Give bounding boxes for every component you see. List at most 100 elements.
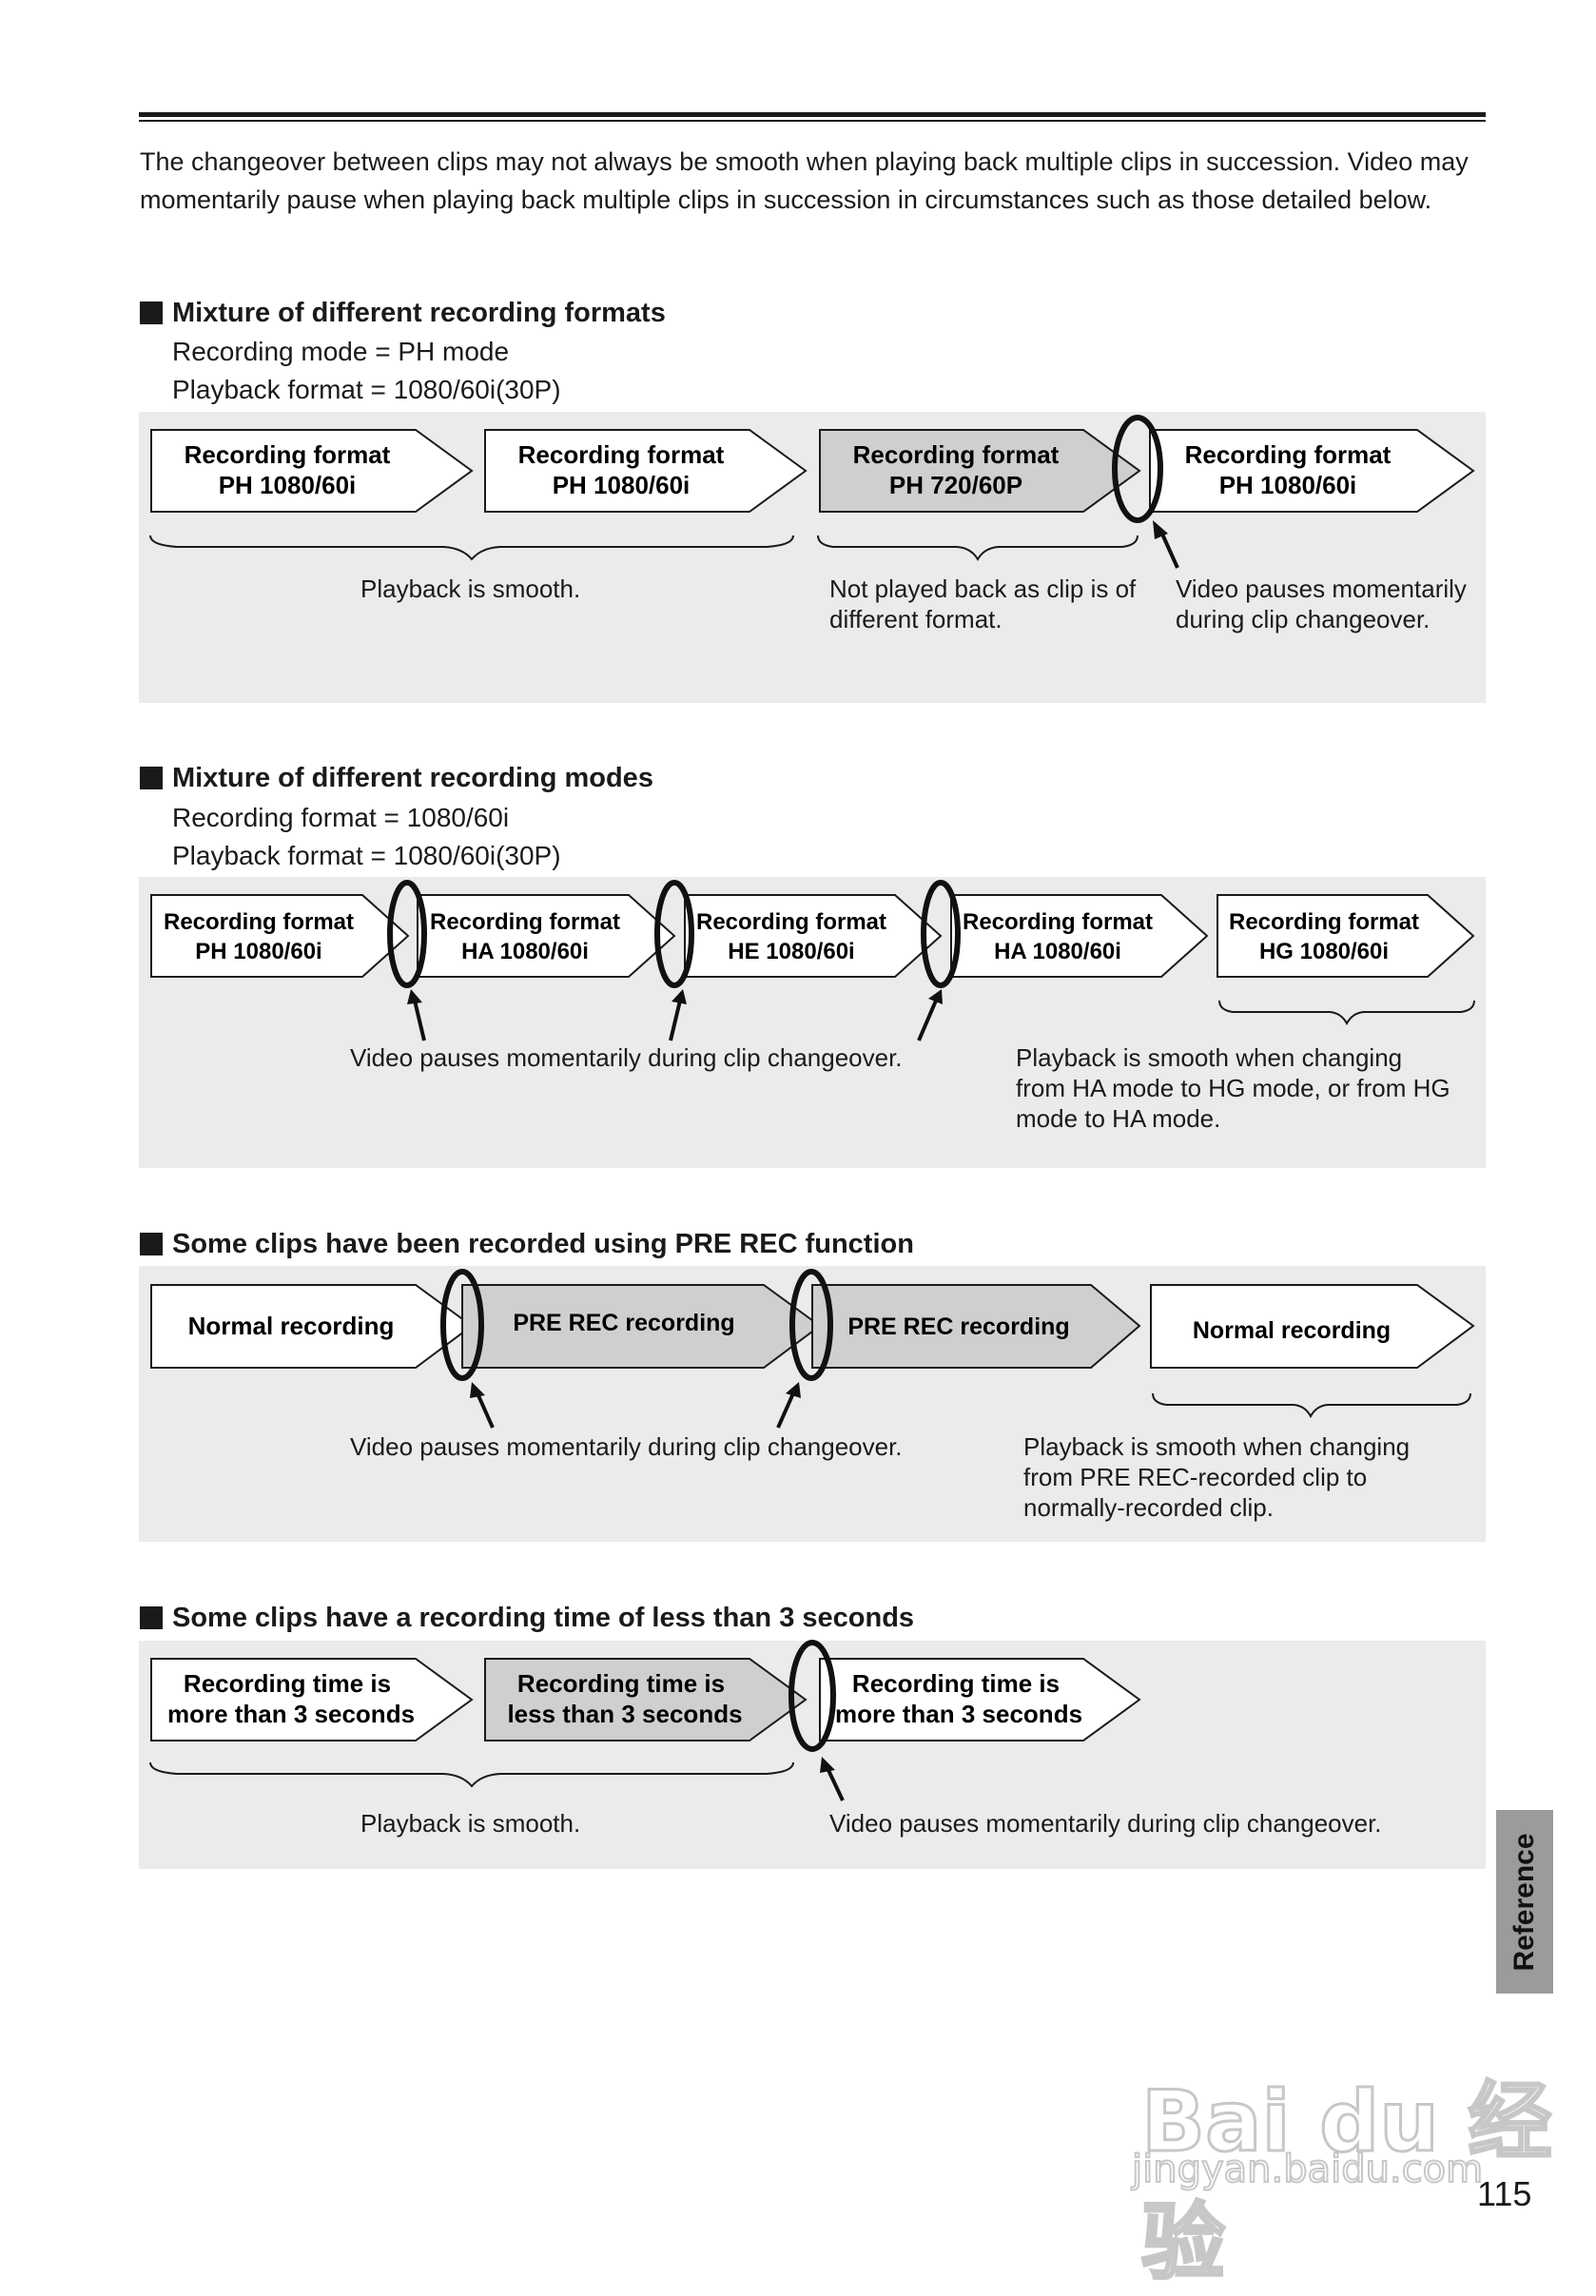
header-rule-thin bbox=[139, 120, 1486, 122]
section1-title: Mixture of different recording formats bbox=[140, 296, 666, 330]
section3-diagram-panel: Normal recording PRE REC recording PRE R… bbox=[139, 1266, 1486, 1542]
clip-box-highlighted: PRE REC recording bbox=[461, 1284, 822, 1369]
clip-box: Normal recording bbox=[150, 1284, 474, 1369]
pause-marker-icon bbox=[387, 880, 427, 988]
section1-sub1: Recording mode = PH mode bbox=[172, 337, 510, 366]
arrow-head-icon bbox=[470, 1382, 485, 1398]
clip-box: Recording format HE 1080/60i bbox=[684, 894, 943, 978]
clip-box: Recording format PH 1080/60i bbox=[150, 429, 474, 513]
clip-box-label: Recording format bbox=[430, 909, 620, 935]
clip-box-format: PH 720/60P bbox=[889, 471, 1022, 499]
clip-box: Recording format HG 1080/60i bbox=[1216, 894, 1475, 978]
clip-box-label: Recording format bbox=[1229, 909, 1419, 935]
clip-box-format: HE 1080/60i bbox=[728, 939, 854, 964]
square-bullet-icon bbox=[140, 1606, 163, 1629]
clip-box-label: Recording format bbox=[518, 440, 725, 469]
clip-box-format: HA 1080/60i bbox=[994, 939, 1121, 964]
clip-box-label: Recording format bbox=[185, 440, 391, 469]
section4-title: Some clips have a recording time of less… bbox=[140, 1601, 914, 1635]
clip-box-label: Recording format bbox=[696, 909, 886, 935]
clip-box-label-2: less than 3 seconds bbox=[507, 1700, 742, 1728]
note-playback-smooth: Playback is smooth when changing from HA… bbox=[1016, 1043, 1450, 1133]
pause-marker-icon bbox=[1112, 415, 1163, 523]
clip-box-format: HA 1080/60i bbox=[461, 939, 589, 964]
section4-diagram: Recording time is more than 3 seconds Re… bbox=[149, 1640, 1141, 1801]
note-video-pauses: Video pauses momentarily during clip cha… bbox=[829, 1809, 1382, 1838]
arrow-head-icon bbox=[671, 989, 687, 1004]
pause-marker-icon bbox=[789, 1269, 833, 1381]
brace-icon bbox=[1218, 1000, 1475, 1026]
brace-icon bbox=[1152, 1392, 1471, 1419]
section2-title-text: Mixture of different recording modes bbox=[172, 763, 653, 793]
reference-side-tab[interactable]: Reference bbox=[1496, 1810, 1553, 1994]
pointer-arrow-icon bbox=[476, 1392, 495, 1429]
note-video-pauses: Video pauses momentarily during clip cha… bbox=[1176, 574, 1467, 633]
note-playback-smooth: Playback is smooth when changing from PR… bbox=[1023, 1432, 1411, 1522]
pause-marker-icon bbox=[654, 880, 694, 988]
clip-box-label: Recording format bbox=[1185, 440, 1392, 469]
clip-box-format: PH 1080/60i bbox=[1219, 471, 1357, 499]
clip-box-highlighted: Recording format PH 720/60P bbox=[819, 429, 1141, 513]
clip-box-format: HG 1080/60i bbox=[1259, 939, 1389, 964]
section3-title: Some clips have been recorded using PRE … bbox=[140, 1227, 914, 1261]
clip-box-highlighted: PRE REC recording bbox=[811, 1284, 1141, 1369]
brace-icon bbox=[149, 535, 794, 561]
clip-box-label-2: more than 3 seconds bbox=[835, 1700, 1082, 1728]
note-video-pauses: Video pauses momentarily during clip cha… bbox=[350, 1432, 903, 1461]
clip-box-format: PH 1080/60i bbox=[219, 471, 357, 499]
pointer-arrow-icon bbox=[1158, 529, 1179, 569]
clip-box-label: Normal recording bbox=[1193, 1317, 1391, 1344]
note-video-pauses: Video pauses momentarily during clip cha… bbox=[350, 1043, 903, 1072]
pause-marker-icon bbox=[440, 1269, 484, 1381]
arrow-head-icon bbox=[786, 1382, 801, 1398]
arrow-head-icon bbox=[407, 989, 422, 1004]
pointer-arrow-icon bbox=[917, 1000, 938, 1041]
clip-box: Recording time is more than 3 seconds bbox=[150, 1658, 474, 1741]
note-playback-smooth: Playback is smooth. bbox=[360, 574, 581, 603]
pointer-arrow-icon bbox=[669, 1000, 682, 1041]
clip-box-label: Recording format bbox=[963, 909, 1153, 935]
arrow-head-icon bbox=[820, 1757, 835, 1773]
note-playback-smooth: Playback is smooth. bbox=[360, 1809, 581, 1838]
clip-box: Normal recording bbox=[1150, 1284, 1475, 1369]
section3-title-text: Some clips have been recorded using PRE … bbox=[172, 1229, 914, 1259]
pause-marker-icon bbox=[921, 880, 961, 988]
clip-box-label: Recording format bbox=[164, 909, 354, 935]
clip-box: Recording format PH 1080/60i bbox=[1149, 429, 1475, 513]
baidu-watermark-url: jingyan.baidu.com bbox=[1131, 2147, 1484, 2192]
clip-box-label-2: more than 3 seconds bbox=[167, 1700, 415, 1728]
clip-box-format: PH 1080/60i bbox=[195, 939, 321, 964]
brace-icon bbox=[817, 535, 1139, 561]
section1-title-text: Mixture of different recording formats bbox=[172, 298, 666, 328]
clip-box-label: Recording time is bbox=[852, 1669, 1060, 1698]
section1-diagram: Recording format PH 1080/60i Recording f… bbox=[149, 415, 1475, 569]
arrow-head-icon bbox=[1153, 520, 1168, 539]
clip-box-label: PRE REC recording bbox=[513, 1310, 734, 1336]
header-rule bbox=[139, 112, 1486, 117]
clip-box-label: Recording time is bbox=[517, 1669, 725, 1698]
square-bullet-icon bbox=[140, 1233, 163, 1255]
pointer-arrow-icon bbox=[826, 1767, 845, 1801]
section4-diagram-panel: Recording time is more than 3 seconds Re… bbox=[139, 1640, 1486, 1869]
square-bullet-icon bbox=[140, 302, 163, 324]
clip-box: Recording format HA 1080/60i bbox=[417, 894, 676, 978]
clip-box-format: PH 1080/60i bbox=[553, 471, 691, 499]
section2-sub1: Recording format = 1080/60i bbox=[172, 803, 510, 832]
section3-diagram: Normal recording PRE REC recording PRE R… bbox=[150, 1269, 1475, 1429]
pointer-arrow-icon bbox=[413, 1000, 426, 1041]
pointer-arrow-icon bbox=[776, 1392, 795, 1429]
note-not-played: Not played back as clip is of different … bbox=[829, 574, 1137, 633]
square-bullet-icon bbox=[140, 767, 163, 789]
intro-paragraph: The changeover between clips may not alw… bbox=[140, 147, 1469, 214]
clip-box: Recording format HA 1080/60i bbox=[950, 894, 1209, 978]
clip-box-label: Recording format bbox=[853, 440, 1060, 469]
page-number: 115 bbox=[1477, 2174, 1532, 2213]
section2-diagram-panel: Recording format PH 1080/60i Recording f… bbox=[139, 877, 1486, 1168]
clip-box-label: Normal recording bbox=[188, 1312, 395, 1340]
clip-box-label: Recording time is bbox=[184, 1669, 391, 1698]
section2-diagram: Recording format PH 1080/60i Recording f… bbox=[150, 880, 1475, 1041]
clip-box-highlighted: Recording time is less than 3 seconds bbox=[484, 1658, 808, 1741]
reference-side-tab-label: Reference bbox=[1508, 1832, 1540, 1972]
section1-diagram-panel: Recording format PH 1080/60i Recording f… bbox=[139, 412, 1486, 703]
pause-marker-icon bbox=[788, 1640, 836, 1752]
